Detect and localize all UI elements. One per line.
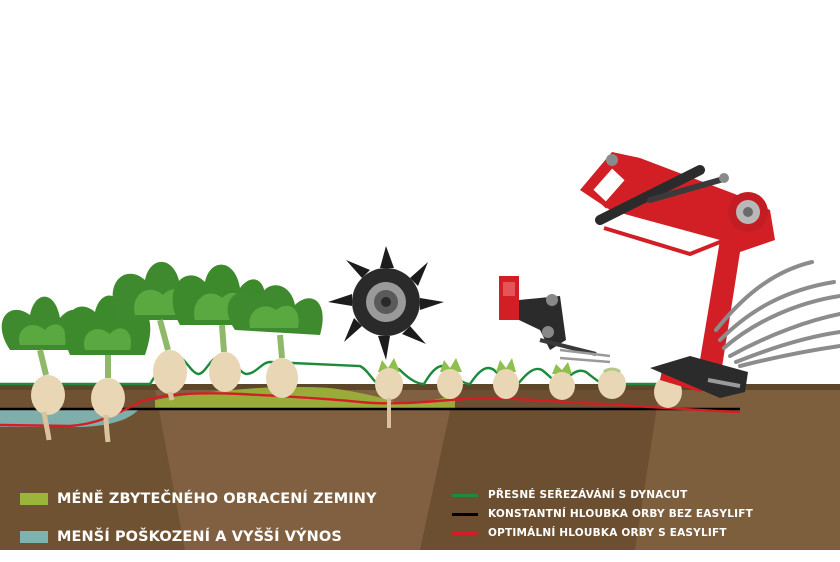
topped-beet (375, 358, 403, 428)
legend-item-easylift: OPTIMÁLNÍ HLOUBKA ORBY S EASYLIFT (452, 524, 832, 542)
topped-beet (437, 358, 463, 399)
soil (0, 384, 840, 550)
legend-label: OPTIMÁLNÍ HLOUBKA ORBY S EASYLIFT (488, 527, 727, 539)
topped-beet (549, 362, 575, 400)
legend-swatch (20, 531, 48, 543)
legend-swatch (20, 493, 48, 505)
beet-plant (1, 296, 86, 441)
legend-label: KONSTANTNÍ HLOUBKA ORBY BEZ EASYLIFT (488, 508, 753, 520)
legend-swatch (452, 493, 478, 497)
legend-item-dynacut: PŘESNÉ SEŘEZÁVÁNÍ S DYNACUT (452, 486, 832, 504)
legend-label: PŘESNÉ SEŘEZÁVÁNÍ S DYNACUT (488, 489, 688, 501)
legend-item-constant-depth: KONSTANTNÍ HLOUBKA ORBY BEZ EASYLIFT (452, 505, 832, 523)
topped-beet (493, 358, 519, 399)
legend-label: MENŠÍ POŠKOZENÍ A VYŠŠÍ VÝNOS (57, 529, 342, 545)
legend-item-less-turning: MÉNĚ ZBYTEČNÉHO OBRACENÍ ZEMINY (20, 486, 420, 512)
topped-beet (598, 367, 626, 399)
legend-label: MÉNĚ ZBYTEČNÉHO OBRACENÍ ZEMINY (57, 491, 377, 507)
legend-swatch (452, 531, 478, 535)
legend-swatch (452, 512, 478, 516)
legend-right: PŘESNÉ SEŘEZÁVÁNÍ S DYNACUT KONSTANTNÍ H… (452, 486, 832, 543)
legend-item-less-damage: MENŠÍ POŠKOZENÍ A VYŠŠÍ VÝNOS (20, 524, 420, 550)
beet-plant (227, 285, 323, 398)
beet-plant (64, 295, 151, 443)
cutter-wheel (328, 246, 444, 360)
harvest-diagram (0, 152, 840, 550)
easylift-depth-line (0, 392, 741, 428)
topping-unit (499, 276, 611, 364)
beet-plants (1, 261, 682, 443)
legend-left: MÉNĚ ZBYTEČNÉHO OBRACENÍ ZEMINY MENŠÍ PO… (20, 486, 420, 562)
cleaning-tines (714, 260, 840, 368)
